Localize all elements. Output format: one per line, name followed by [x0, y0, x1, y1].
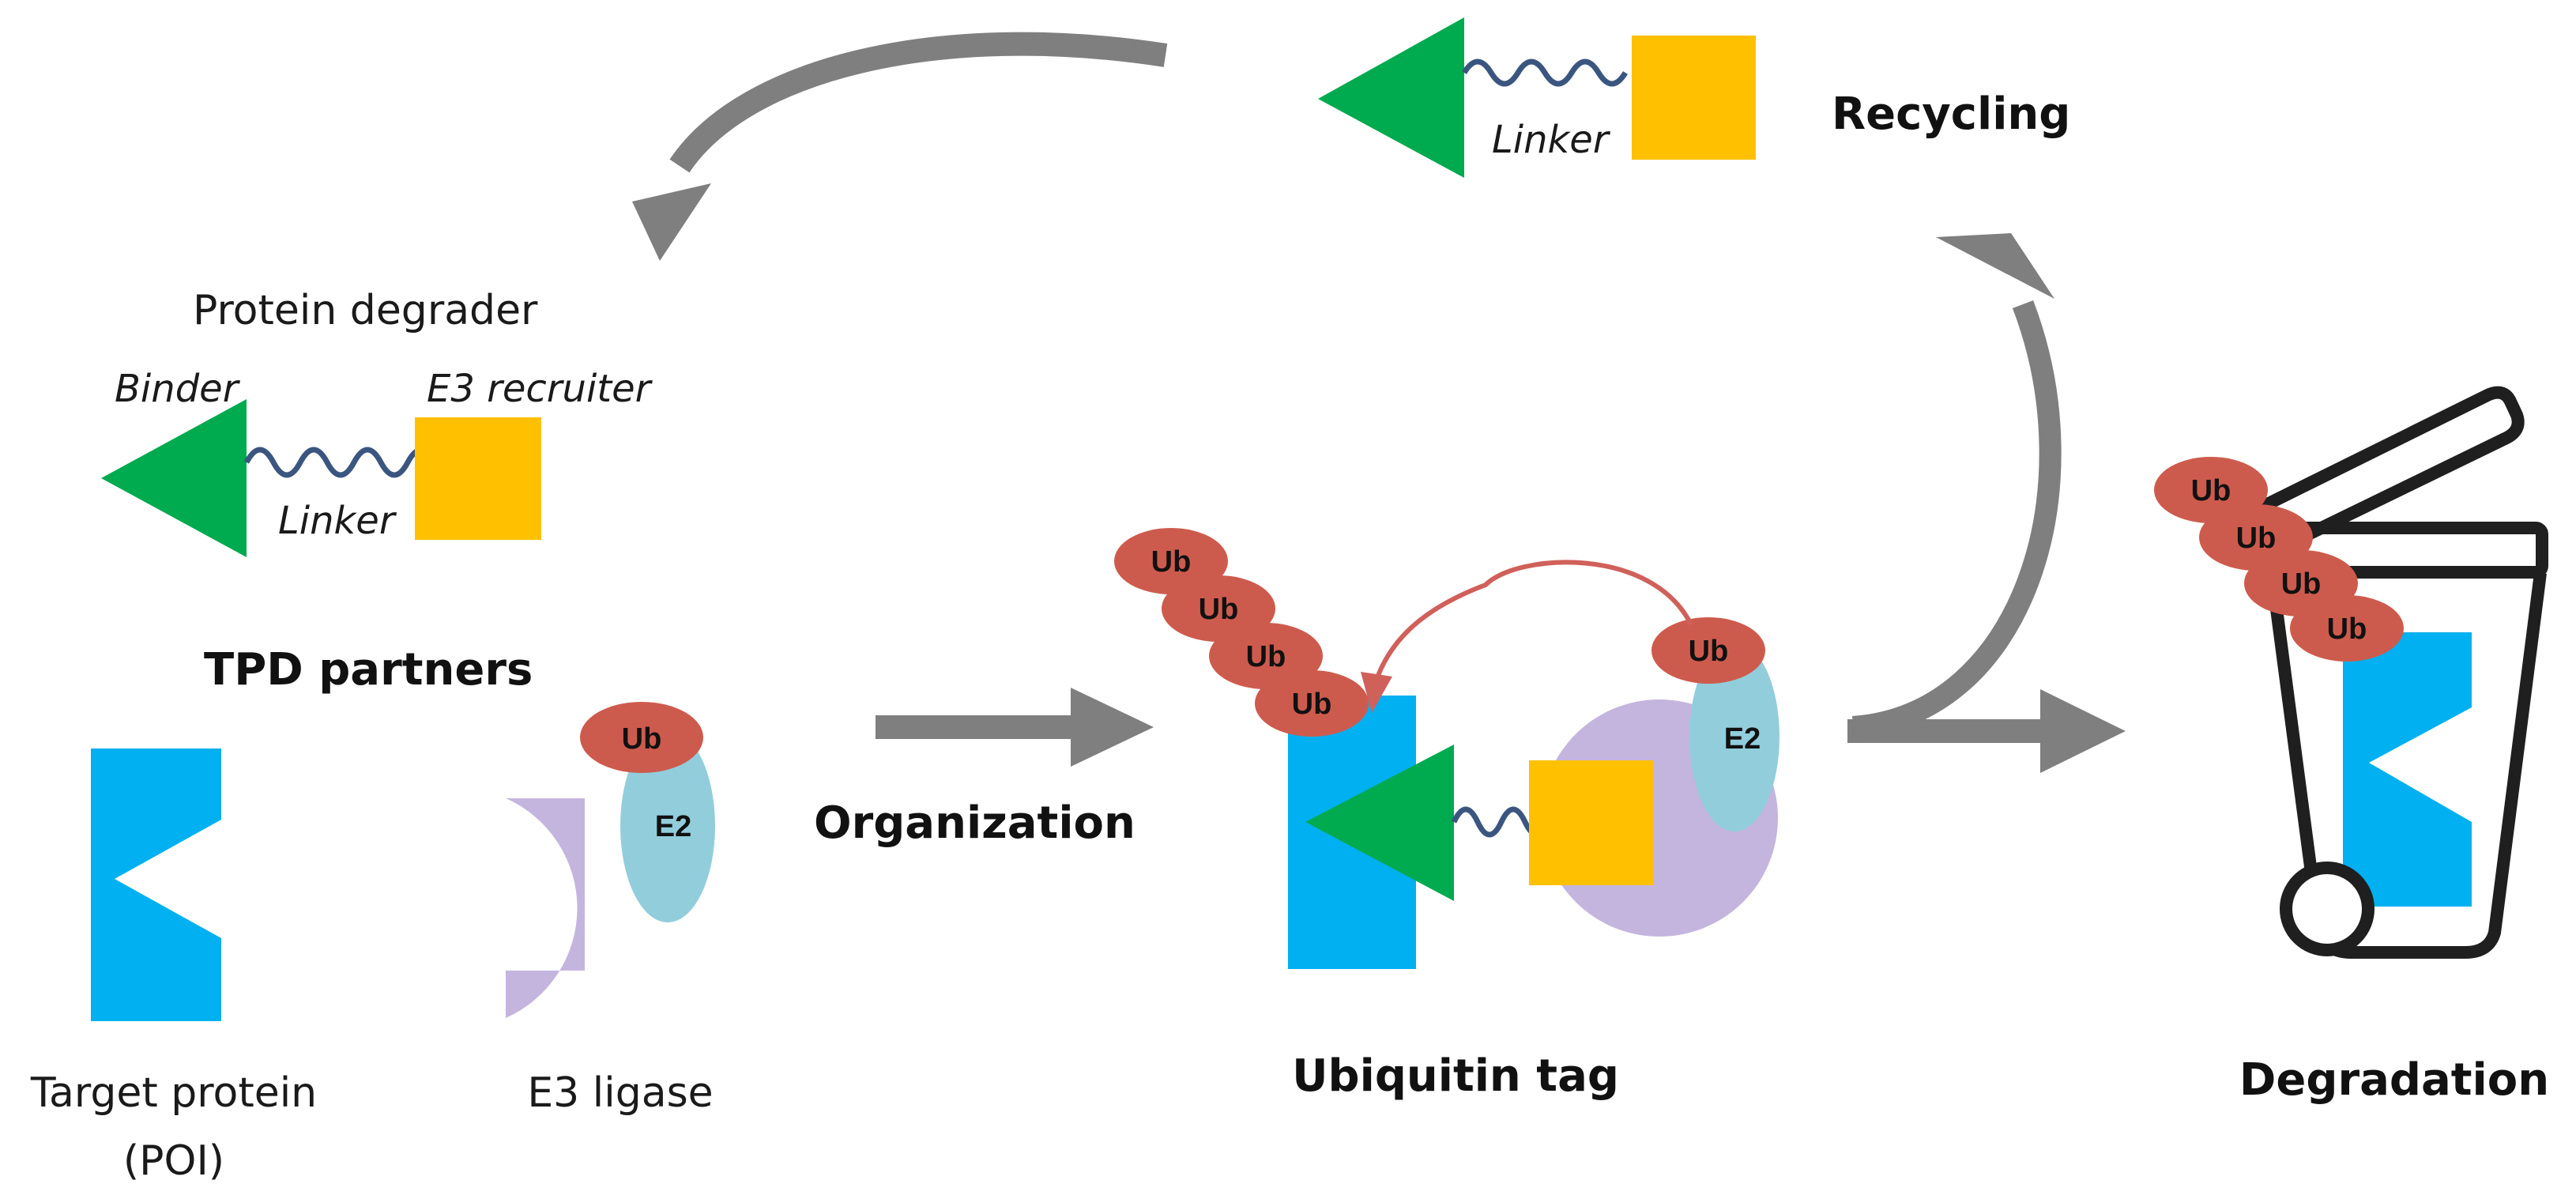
- bin-ub-label-3: Ub: [2281, 567, 2322, 601]
- binder-label: Binder: [115, 367, 241, 411]
- ub-transfer-arrow-shaft: [1374, 560, 1693, 681]
- bin-ub-label-2: Ub: [2236, 522, 2277, 555]
- recruiter-square: [415, 417, 541, 540]
- e3-ligase-complex: E2 Ub: [506, 702, 715, 1018]
- complex-e2-ub-ellipse: [1651, 617, 1765, 684]
- linker-label: Linker: [278, 499, 397, 543]
- trash-bin-wheel: [2280, 862, 2375, 956]
- trash-bin: Ub Ub Ub Ub: [2154, 386, 2548, 959]
- recycled-linker-label: Linker: [1492, 118, 1611, 162]
- protein-degrader-title: Protein degrader: [193, 287, 538, 334]
- ub-ellipse: [580, 702, 703, 773]
- recycle-up-arrow-head: [1936, 233, 2054, 299]
- complex-binder-triangle: [1305, 745, 1454, 901]
- complex-e2-ellipse: [1689, 642, 1779, 831]
- organization-arrow-shaft: [876, 715, 1073, 739]
- complex-recruiter-square: [1529, 760, 1654, 885]
- e3-ligase-shape: [506, 798, 585, 1018]
- recycling-label: Recycling: [1832, 89, 2070, 140]
- e3-recruiter-label: E3 recruiter: [427, 367, 653, 411]
- ubiquitin-tag-complex: E2 Ub Ub Ub Ub Ub: [1114, 528, 1779, 969]
- recycled-degrader: Linker: [1318, 17, 1756, 178]
- target-protein-label-line1: Target protein: [30, 1069, 317, 1117]
- recycled-linker-wave: [1462, 58, 1628, 87]
- ub-chain-label-1: Ub: [1151, 545, 1192, 579]
- linker-wave: [243, 447, 438, 478]
- e2-label: E2: [655, 810, 691, 843]
- bin-ub-label-4: Ub: [2327, 613, 2367, 646]
- recycle-back-arrow-shaft: [669, 32, 1168, 173]
- ub-chain-label-3: Ub: [1246, 640, 1286, 673]
- degraded-target-protein: [2343, 632, 2472, 907]
- binder-triangle: [101, 399, 247, 557]
- recycle-back-arrow: [632, 32, 1168, 261]
- trash-bin-lid: [2253, 386, 2525, 560]
- e2-ellipse: [620, 730, 715, 922]
- protein-degrader: [101, 399, 541, 557]
- degradation-label: Degradation: [2239, 1054, 2549, 1106]
- recycle-up-arrow-shaft: [1852, 300, 2062, 738]
- ub-label: Ub: [622, 722, 662, 756]
- complex-e2-ub-label: Ub: [1689, 635, 1729, 668]
- recycled-recruiter-square: [1632, 36, 1756, 160]
- complex-e2-label: E2: [1724, 722, 1761, 756]
- organization-label: Organization: [814, 797, 1135, 849]
- ubiquitin-tag-label: Ubiquitin tag: [1292, 1050, 1619, 1102]
- ub-chain-label-2: Ub: [1199, 593, 1239, 626]
- recycle-up-arrow: [1852, 233, 2062, 738]
- e3-ligase-label: E3 ligase: [527, 1069, 713, 1117]
- bin-ub-label-1: Ub: [2191, 474, 2231, 507]
- degradation-arrow-head: [2040, 689, 2126, 773]
- recycle-back-arrow-head: [632, 183, 711, 261]
- ub-chain-item-4: [1255, 670, 1369, 737]
- recycled-binder-triangle: [1318, 17, 1464, 178]
- target-protein-shape: [91, 748, 221, 1021]
- organization-arrow-head: [1071, 688, 1154, 767]
- ub-chain-label-4: Ub: [1292, 688, 1332, 721]
- ub-transfer-arrow-head: [1361, 672, 1392, 713]
- target-protein-label-line2: (POI): [123, 1137, 224, 1185]
- bin-ub-item-4: [2290, 595, 2404, 662]
- organization-arrow: [876, 688, 1154, 767]
- tpd-partners-title: TPD partners: [204, 644, 533, 696]
